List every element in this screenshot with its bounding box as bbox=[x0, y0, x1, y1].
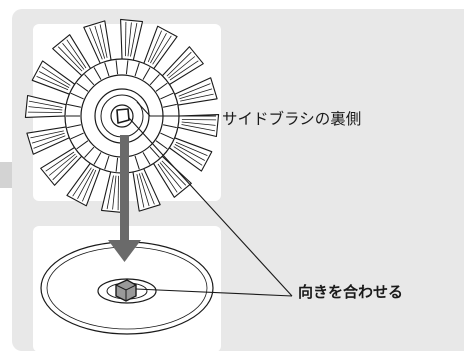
brush-rib bbox=[115, 60, 119, 75]
bristle-line bbox=[130, 22, 138, 57]
brush-axle-ring bbox=[110, 104, 134, 128]
brush-rib bbox=[104, 62, 110, 77]
brush-rib bbox=[70, 92, 84, 100]
bristle-line bbox=[28, 106, 63, 111]
bristle-line bbox=[41, 66, 71, 86]
bristle-line bbox=[150, 33, 167, 64]
bristle-line bbox=[45, 151, 75, 172]
brush-rib bbox=[67, 124, 82, 129]
bristle-line bbox=[66, 39, 87, 69]
bristle-line bbox=[72, 167, 92, 197]
brush-rib bbox=[93, 152, 102, 165]
brush-rib bbox=[76, 140, 89, 150]
side-brush-icon bbox=[24, 18, 220, 214]
brush-ribs bbox=[66, 60, 178, 172]
bristle-line bbox=[159, 162, 182, 190]
brush-rib bbox=[67, 103, 82, 108]
bristle-line bbox=[31, 132, 65, 144]
bristle-line bbox=[57, 46, 83, 72]
leader-line-align-bottom bbox=[135, 288, 293, 297]
bristle-line bbox=[157, 163, 178, 193]
bristle-line bbox=[175, 141, 208, 156]
brush-axle-hole bbox=[116, 108, 130, 124]
arrow-shaft bbox=[120, 135, 129, 245]
bristle-line bbox=[30, 130, 64, 139]
brush-rib bbox=[155, 140, 168, 150]
bristle-line bbox=[169, 60, 199, 81]
bristle-line bbox=[82, 169, 97, 202]
brush-rib bbox=[162, 103, 177, 108]
bristle-line bbox=[28, 100, 63, 108]
brush-rib bbox=[104, 155, 110, 170]
align-orientation-label: 向きを合わせる bbox=[298, 283, 404, 301]
brush-rib bbox=[134, 155, 140, 170]
arrow-head bbox=[108, 240, 141, 262]
bristle-line bbox=[168, 56, 196, 79]
bristle-line bbox=[94, 25, 106, 59]
bristle-line bbox=[181, 124, 216, 132]
bristle-line bbox=[127, 22, 132, 57]
bristle-line bbox=[89, 27, 103, 60]
brush-rib bbox=[160, 132, 174, 140]
brush-rib bbox=[84, 146, 95, 158]
bristle-line bbox=[181, 121, 216, 126]
bristle-line bbox=[52, 155, 78, 181]
side-tab bbox=[0, 162, 12, 188]
bristle-line bbox=[77, 168, 94, 199]
brush-rib bbox=[155, 82, 168, 92]
bristle-line bbox=[62, 42, 85, 70]
bristle-line bbox=[161, 160, 187, 186]
bristle-line bbox=[33, 135, 66, 149]
brush-rib bbox=[70, 132, 84, 140]
bristle-line bbox=[147, 30, 162, 63]
bristle-line bbox=[99, 24, 108, 58]
bristle-line bbox=[36, 76, 69, 91]
brush-rib bbox=[93, 67, 102, 80]
brush-bristles bbox=[24, 18, 220, 214]
brush-rib bbox=[142, 67, 151, 80]
bristle-line bbox=[39, 71, 70, 88]
brush-rib bbox=[115, 157, 119, 172]
bristle-line bbox=[48, 153, 76, 176]
bristle-line bbox=[106, 175, 114, 210]
brush-rib bbox=[162, 124, 177, 129]
bristle-line bbox=[174, 144, 205, 161]
brush-back-label: サイドブラシの裏側 bbox=[222, 110, 362, 128]
brush-rib bbox=[149, 146, 160, 158]
bristle-line bbox=[141, 172, 155, 205]
bristle-line bbox=[179, 88, 213, 100]
leader-line-brush bbox=[136, 101, 216, 117]
bristle-line bbox=[166, 51, 192, 77]
brush-rib bbox=[149, 74, 160, 86]
base-socket-outer bbox=[97, 278, 157, 304]
bristle-line bbox=[152, 35, 172, 65]
brush-rib bbox=[142, 152, 151, 165]
brush-rib bbox=[160, 92, 174, 100]
bristle-line bbox=[178, 83, 211, 97]
bristle-line bbox=[180, 93, 214, 102]
bristle-line bbox=[138, 173, 150, 207]
bristle-line bbox=[173, 146, 203, 166]
bristle-line bbox=[112, 175, 117, 210]
brush-rib bbox=[76, 82, 89, 92]
brush-rib bbox=[84, 74, 95, 86]
down-arrow-icon bbox=[108, 135, 141, 262]
leader-line-align-top bbox=[128, 117, 293, 297]
brush-rib bbox=[134, 62, 140, 77]
bristle-line bbox=[136, 174, 145, 208]
brush-rib bbox=[125, 60, 129, 75]
